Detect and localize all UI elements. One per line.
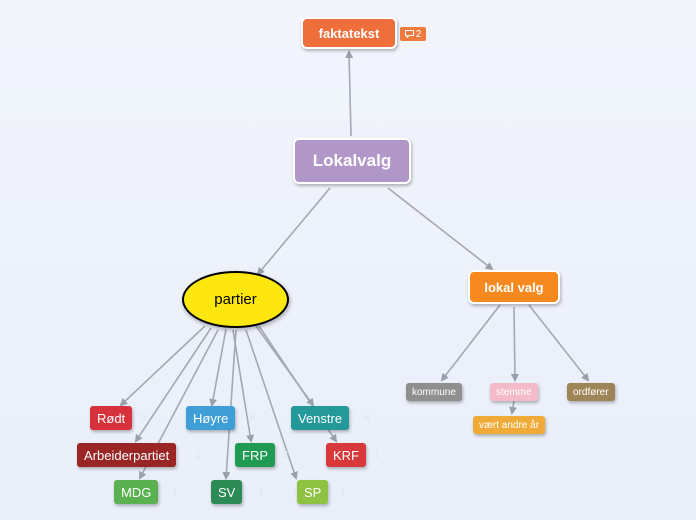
party-node-venstre[interactable]: Venstre <box>291 406 350 430</box>
node-ordforer[interactable]: ordfører <box>567 383 615 401</box>
node-kommune[interactable]: kommune <box>406 383 462 401</box>
edge-partier-sv <box>222 329 237 480</box>
ghost-label: 1 <box>340 486 347 498</box>
edge-lokalvalg-ordforer <box>528 304 590 382</box>
edge-partier-frp <box>232 329 254 443</box>
party-node-rodt[interactable]: Rødt <box>90 406 133 430</box>
ghost-label: 1 <box>172 486 179 498</box>
edge-partier-rodt <box>119 325 206 407</box>
comment-badge[interactable]: 2 <box>400 27 426 41</box>
party-node-sp[interactable]: SP <box>297 480 329 504</box>
comment-icon <box>404 30 414 38</box>
party-node-hoyre[interactable]: Høyre <box>186 406 236 430</box>
ghost-label: 1 <box>195 449 202 461</box>
edge-lokalvalg-faktatekst <box>345 50 354 137</box>
ghost-label: 1 <box>258 486 265 498</box>
ghost-label: 3 <box>282 449 289 461</box>
party-node-frp[interactable]: FRP <box>235 443 275 467</box>
node-vaert-andre-ar[interactable]: vært andre år <box>473 416 546 434</box>
party-node-krf[interactable]: KRF <box>326 443 366 467</box>
comment-count: 2 <box>415 28 422 40</box>
edge-stemme-vaert <box>509 400 517 415</box>
edge-lokalvalg-stemme <box>510 306 519 382</box>
ghost-label: 4 <box>364 412 371 424</box>
ghost-label: 1 <box>373 449 380 461</box>
party-node-sv[interactable]: SV <box>211 480 243 504</box>
party-node-mdg[interactable]: MDG <box>114 480 159 504</box>
node-stemme[interactable]: stemme <box>490 383 538 401</box>
lokalvalg-root-node[interactable]: Lokalvalg <box>293 138 411 184</box>
ghost-label: 5 <box>140 412 147 424</box>
partier-node[interactable]: partier <box>182 271 289 328</box>
edge-partier-arbeiderpartiet <box>134 327 212 443</box>
lokal-valg-node[interactable]: lokal valg <box>468 270 560 304</box>
edge-lokalvalg-kommune <box>440 304 501 382</box>
edge-partier-sp <box>245 329 298 480</box>
edge-lokalvalg-partier <box>256 187 331 276</box>
party-node-arbeiderpartiet[interactable]: Arbeiderpartiet <box>77 443 177 467</box>
edge-lokalvalg-lokalvalg <box>387 187 494 271</box>
edge-partier-hoyre <box>209 328 227 407</box>
faktatekst-node[interactable]: faktatekst <box>301 17 397 49</box>
ghost-label: 3 <box>248 412 255 424</box>
